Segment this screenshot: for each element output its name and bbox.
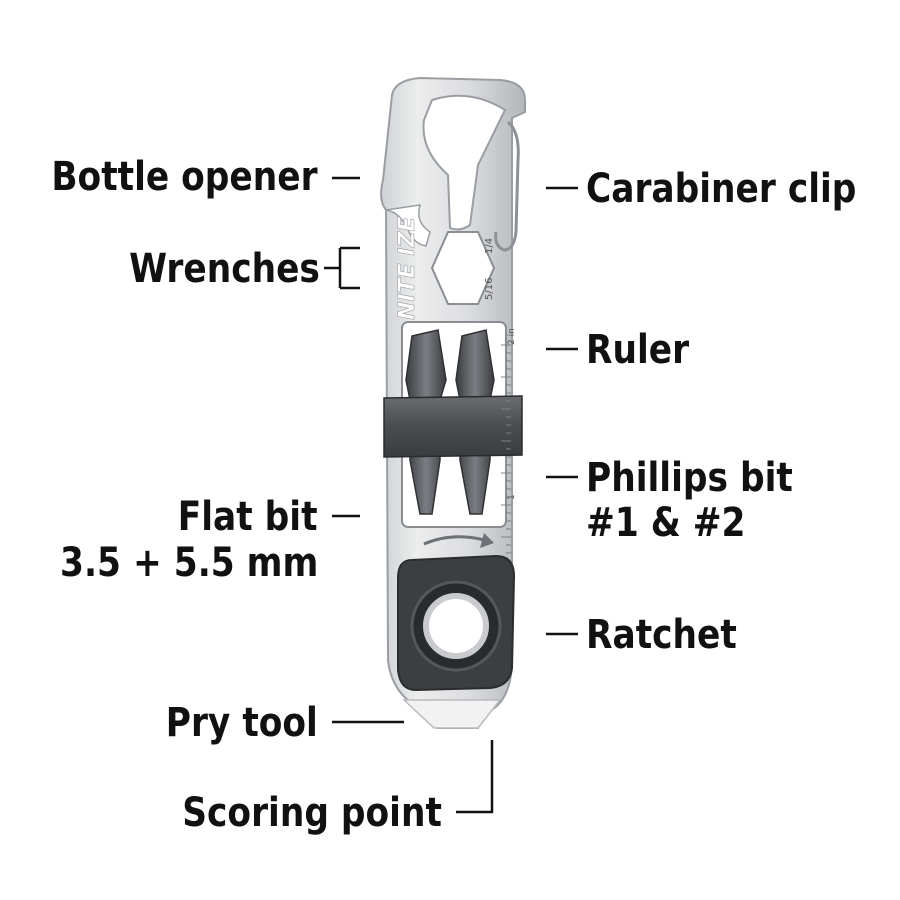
label-bottle-opener: Bottle opener [51, 154, 318, 200]
ratchet-arrow-head [480, 533, 494, 548]
wrench-mark-five-sixteenths: 5/16 [484, 278, 495, 300]
label-ratchet: Ratchet [586, 612, 737, 658]
ruler-mark-2in: 2 in [507, 328, 517, 345]
label-pry-tool: Pry tool [165, 700, 318, 746]
wrench-mark-quarter: 1/4 [484, 238, 495, 254]
leader-wrenches [324, 246, 360, 290]
hex-wrench-hole [430, 231, 496, 305]
pry-tool-tip [402, 699, 502, 729]
carabiner-wire [494, 120, 520, 252]
label-ruler: Ruler [586, 327, 690, 373]
carabiner-cutout [422, 94, 507, 231]
ruler-digit-1: 1 [507, 494, 517, 500]
leader-scoring-point [456, 740, 494, 814]
label-scoring-point: Scoring point [182, 790, 442, 836]
bit-holder-band [383, 395, 523, 458]
ratchet-socket [423, 593, 489, 659]
label-phillips-bit-line1: Phillips bit [586, 455, 793, 501]
label-wrenches: Wrenches [129, 246, 320, 292]
label-flat-bit-line1: Flat bit [178, 494, 318, 540]
brand-text: NITE IZE [395, 217, 420, 320]
label-phillips-bit-line2: #1 & #2 [586, 500, 746, 546]
leader-lines [324, 176, 578, 814]
label-flat-bit-line2: 3.5 + 5.5 mm [59, 540, 318, 586]
ratchet-direction-arrow [423, 535, 485, 546]
label-carabiner-clip: Carabiner clip [586, 166, 857, 212]
bottle-opener-notch [385, 204, 431, 247]
